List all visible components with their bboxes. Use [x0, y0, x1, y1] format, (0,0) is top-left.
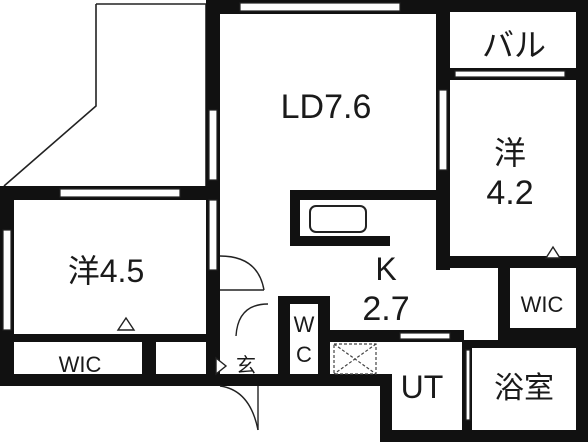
wall-bath-top [462, 340, 588, 348]
washing-machine-space [333, 343, 377, 375]
label-ld: LD7.6 [281, 88, 372, 126]
label-western-right-kanji: 洋 [494, 135, 526, 171]
window-left [2, 229, 12, 331]
label-wc-c: C [296, 342, 312, 367]
window-western-left [59, 188, 181, 198]
wall-bottom-mid [220, 374, 380, 386]
kitchen-counter-bottom [290, 236, 390, 246]
kitchen-counter-top [290, 190, 438, 200]
label-bath: 浴室 [494, 372, 554, 405]
label-wc-w: W [294, 312, 315, 337]
wall-wic-right-bottom [498, 328, 588, 340]
wall-top-right [446, 0, 588, 12]
wall-ut-left [380, 374, 392, 442]
kitchen-counter-left [290, 190, 300, 246]
window-ld-right [438, 89, 448, 171]
wall-wic-left-top [14, 334, 220, 342]
label-balcony: バル [482, 27, 546, 63]
label-kitchen: K [375, 251, 396, 287]
label-western-left: 洋4.5 [68, 253, 145, 289]
label-wic-left: WIC [59, 352, 102, 377]
window-balcony [454, 70, 566, 78]
closet-marker-left [116, 316, 136, 331]
wall-western-right-bottom [436, 256, 586, 268]
door-wc-swing [235, 303, 269, 337]
washing-machine-diag-b [333, 343, 377, 375]
door-ld-swing [219, 255, 265, 291]
wall-wc-left [278, 296, 290, 378]
windows [2, 2, 566, 421]
entrance-marker [215, 356, 228, 376]
kitchen-sink [309, 205, 367, 233]
washing-machine-box [333, 343, 377, 375]
label-entrance: 玄 [236, 354, 256, 377]
label-western-right-size: 4.2 [486, 174, 533, 212]
door-entrance-swing [219, 385, 259, 431]
wall-bottom-left [0, 374, 220, 386]
wall-wc-top [278, 296, 330, 304]
window-ld-left [208, 109, 218, 181]
label-wic-right: WIC [521, 292, 564, 317]
window-ld-left-lower [208, 199, 218, 271]
wall-bottom-right [380, 430, 588, 442]
window-ld-top [239, 2, 401, 12]
label-kitchen-size: 2.7 [362, 290, 409, 328]
label-utility: UT [401, 369, 444, 405]
wall-bath-right [576, 340, 588, 442]
wall-right [576, 0, 588, 340]
window-ut [399, 332, 451, 340]
wall-wic-right-left [498, 256, 510, 340]
wall-wc-right [318, 296, 330, 378]
wall-wic-left-right [142, 334, 156, 386]
doors [219, 255, 269, 431]
closet-marker-right [544, 245, 562, 259]
window-bath-left [465, 349, 471, 421]
